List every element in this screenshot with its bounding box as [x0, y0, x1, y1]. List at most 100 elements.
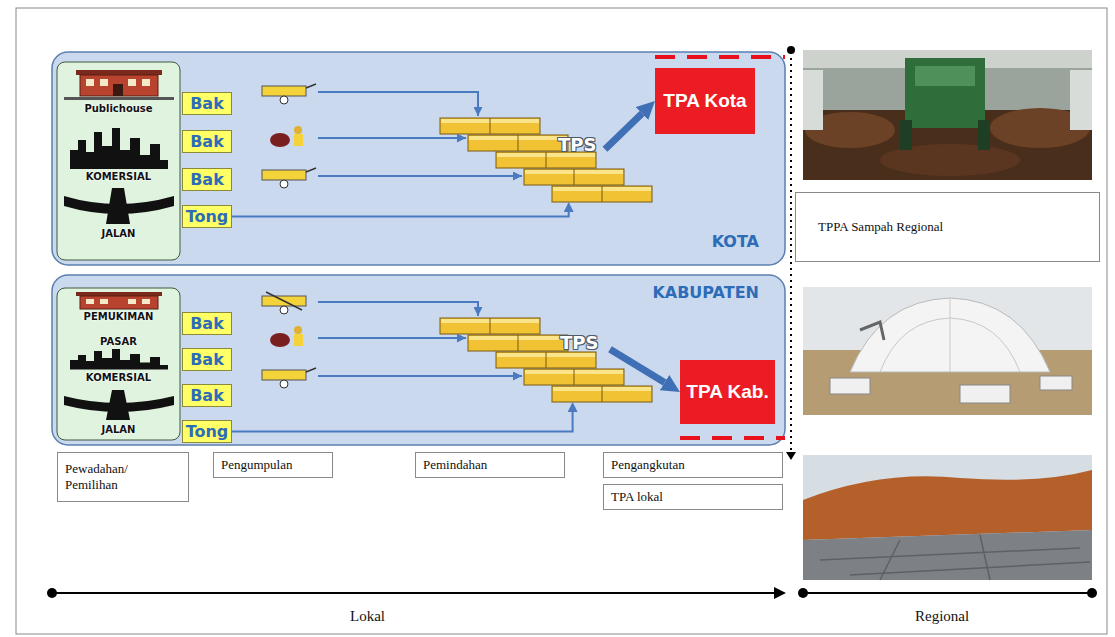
region-panel: KABUPATENPEMUKIMANPASARKOMERSIALJALANBak… — [52, 275, 785, 445]
building-icon-part — [128, 79, 136, 86]
building-icon-part — [80, 75, 158, 96]
container-stack-part-part — [602, 386, 603, 402]
scale-axis-part — [52, 592, 780, 594]
container-stack-part — [440, 318, 540, 334]
flow-connector — [232, 212, 569, 217]
node-text: Pemindahan — [423, 457, 487, 473]
container-label: Bak — [182, 384, 232, 407]
source-box-shape-part — [57, 62, 180, 260]
landfill-box: TPA Kab. — [680, 360, 775, 424]
container-label: Tong — [182, 420, 232, 443]
flow-arrow-part — [318, 302, 478, 316]
cart-icon-part-part — [280, 380, 288, 388]
node-text: Bak — [190, 314, 224, 333]
flow-arrow-part — [318, 137, 466, 139]
building-icon-part — [80, 296, 158, 309]
stage-box: Pengangkutan — [603, 452, 783, 478]
compost-photo-part — [803, 50, 1092, 180]
landfill-dome-photo-part — [860, 322, 884, 340]
scale-axis — [47, 587, 1097, 599]
boundary-dash — [655, 57, 785, 438]
landfill-dome-photo-part — [850, 298, 1050, 372]
container-stack-part — [468, 335, 568, 351]
landfill-pit-photo-part — [820, 535, 1090, 580]
container-stack-part-part — [574, 169, 575, 185]
stage-box: Pengumpulan — [213, 452, 333, 478]
stage-box: Pemindahan — [415, 452, 565, 478]
flow-arrow-part — [318, 337, 466, 339]
landfill-dome-photo-part — [1040, 376, 1072, 390]
building-icon-part — [76, 292, 162, 296]
node-text: Bak — [190, 170, 224, 189]
landfill-pit-photo-part — [803, 455, 1092, 580]
axis-label: Lokal — [350, 608, 385, 625]
frame — [16, 8, 1107, 634]
building-icon-part — [64, 97, 174, 100]
node-text: PEMUKIMAN — [57, 311, 180, 323]
node-text: KABUPATEN — [652, 283, 759, 302]
transfer-station: TPS — [440, 114, 605, 202]
node-text: Bak — [190, 132, 224, 151]
container-stack-part-part — [552, 186, 652, 202]
node-text: PASAR — [57, 336, 180, 348]
flow-connector — [605, 114, 642, 150]
container-stack-part-part — [524, 169, 624, 185]
stage-box: Pewadahan/ Pemilihan — [57, 452, 189, 502]
container-label: Tong — [182, 205, 232, 228]
node-text: Tong — [186, 207, 229, 226]
container-stack-part-part — [546, 152, 547, 168]
container-label: Bak — [182, 92, 232, 115]
container-stack-part-part — [552, 386, 652, 402]
cart-icon-part — [270, 326, 303, 347]
cart-icon-part-part — [262, 370, 306, 380]
flow-arrow — [318, 92, 522, 376]
region-panel-shape — [52, 52, 785, 445]
stage-box: TPA lokal — [603, 484, 783, 510]
source-box-shape — [57, 62, 180, 440]
building-icon — [64, 70, 174, 420]
cart-icon-part-part — [262, 86, 306, 96]
cart-icon-part-part — [280, 180, 288, 188]
cart-icon-part — [270, 126, 303, 147]
compost-photo-part — [978, 120, 990, 150]
cart-icon-part-part — [294, 334, 303, 346]
building-icon-part — [113, 84, 123, 96]
node-text: Bak — [190, 350, 224, 369]
node-text: TPPA Sampah Regional — [818, 219, 943, 235]
building-icon-part — [106, 390, 130, 420]
scale-axis-part — [47, 588, 57, 598]
compost-photo-part — [803, 70, 823, 130]
scale-axis-part — [774, 587, 786, 599]
container-stack-part-part — [468, 335, 568, 351]
cart-icon-part-part — [306, 84, 316, 88]
container-label: Bak — [182, 312, 232, 335]
node-text: Pengumpulan — [221, 457, 293, 473]
region-panel-shape-part — [52, 275, 785, 445]
container-stack-part-part — [574, 369, 575, 385]
container-stack-part-part — [440, 118, 540, 134]
node-text: Publichouse — [57, 103, 180, 115]
container-stack-part-part — [496, 352, 596, 368]
node-text: KOMERSIAL — [57, 372, 180, 384]
container-stack-part — [496, 352, 596, 368]
compost-photo — [803, 50, 1092, 180]
building-icon-part — [76, 70, 162, 75]
landfill-box: TPA Kota — [655, 68, 755, 134]
container-stack-part — [440, 118, 540, 134]
source-box: PublichouseKOMERSIALJALAN — [57, 62, 180, 260]
landfill-dome-photo-part — [880, 298, 1020, 372]
node-text: Tong — [186, 422, 229, 441]
container-stack-part — [552, 186, 652, 202]
building-icon-part — [70, 349, 168, 370]
node-text: KOTA — [712, 232, 759, 251]
compost-photo-part — [915, 66, 975, 86]
building-icon-part — [128, 299, 136, 304]
scale-axis-part — [798, 588, 808, 598]
node-text: JALAN — [57, 228, 180, 240]
landfill-pit-photo-part — [803, 530, 1092, 580]
flow-arrow-part — [318, 175, 522, 177]
container-stack-part — [552, 386, 652, 402]
landfill-pit-photo — [803, 455, 1092, 580]
cart-icon-part-part — [266, 292, 302, 310]
node-text: Pewadahan/ Pemilihan — [65, 461, 128, 493]
